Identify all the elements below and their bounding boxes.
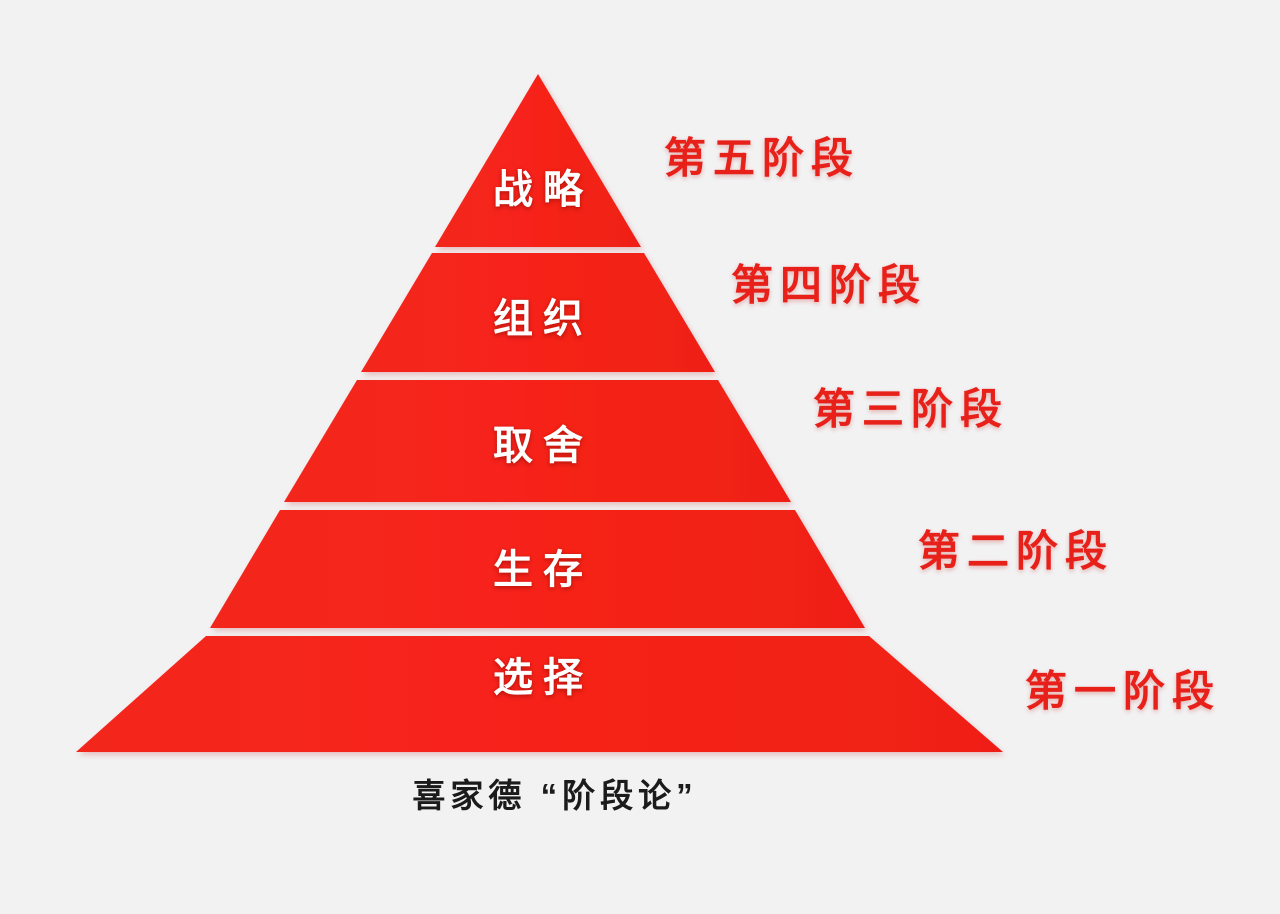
tier-label-strategy: 战略 [493, 168, 593, 212]
tier-label-survival: 生存 [493, 548, 593, 592]
stage-label-five: 第五阶段 [664, 134, 861, 182]
tier-label-tradeoff: 取舍 [493, 424, 593, 468]
pyramid-tier-2[interactable] [210, 510, 865, 628]
stage-label-four: 第四阶段 [731, 261, 928, 309]
pyramid-tier-1[interactable] [76, 636, 1003, 752]
stage-label-one: 第一阶段 [1025, 667, 1222, 715]
diagram-caption: 喜家德 “阶段论” [412, 777, 698, 814]
stage-label-three: 第三阶段 [813, 385, 1010, 433]
pyramid-tier-4[interactable] [361, 253, 715, 372]
tier-label-choice: 选择 [493, 656, 593, 700]
pyramid-tier-5[interactable] [435, 74, 641, 247]
stage-label-two: 第二阶段 [918, 527, 1115, 575]
pyramid-tier-3[interactable] [284, 380, 791, 502]
tier-label-organization: 组织 [493, 297, 593, 341]
